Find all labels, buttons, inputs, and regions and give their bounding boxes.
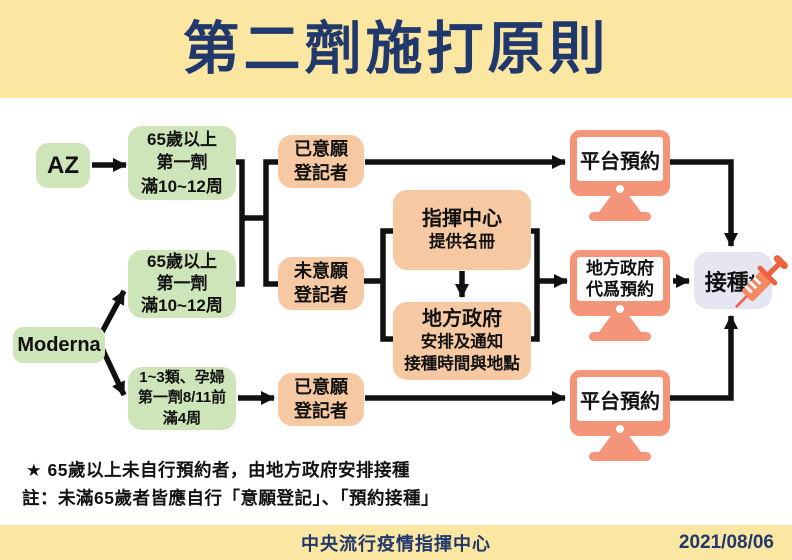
monitor-frame: 平台預約 [570, 130, 670, 196]
monitor-frame: 平台預約 [570, 370, 670, 436]
syringe-barrel [741, 272, 771, 302]
booking-label: 代爲預約 [586, 280, 654, 299]
page-title: 第二劑施打原則 [182, 16, 610, 81]
moderna-label: Moderna [17, 333, 101, 356]
condition-line: 第一劑 [156, 273, 208, 293]
process-line: 地方政府 [422, 308, 502, 331]
az-label: AZ [47, 151, 79, 179]
monitor-platform-booking-top: 平台預約 [570, 130, 670, 221]
process-line: 提供名冊 [429, 232, 495, 251]
booking-label: 平台預約 [580, 150, 660, 173]
condition-box-moderna-1to3: 1~3類、孕婦 第一劑8/11前 滿4周 [128, 367, 236, 430]
condition-line: 滿10~12周 [141, 296, 223, 316]
source-box-moderna: Moderna [13, 327, 105, 363]
process-box-cecc-roster: 指揮中心 提供名冊 [393, 190, 531, 270]
monitor-localgov-proxy-booking: 地方政府 代爲預約 [570, 250, 670, 341]
status-box-not-registered: 未意願 登記者 [278, 257, 364, 310]
status-line: 登記者 [294, 400, 348, 421]
condition-line: 第一劑8/11前 [137, 389, 227, 407]
syringe-needle [735, 294, 749, 308]
monitor-base [589, 332, 651, 341]
condition-box-moderna-65: 65歲以上 第一劑 滿10~12周 [128, 250, 236, 318]
condition-line: 第一劑 [156, 153, 208, 173]
process-line: 安排及通知 [420, 333, 504, 352]
footnote-under65: 註：未滿65歲者皆應自行「意願登記」、「預約接種」 [22, 488, 439, 508]
syringe-icon [735, 255, 788, 308]
bracket-cond-right [263, 159, 279, 287]
process-line: 指揮中心 [422, 207, 502, 230]
monitor-dot [616, 184, 624, 193]
arrow-moderna-to-cond65 [98, 289, 127, 336]
arrow-platform-top-to-result [670, 159, 738, 247]
condition-box-az-65: 65歲以上 第一劑 滿10~12周 [128, 126, 236, 200]
source-box-az: AZ [36, 143, 90, 188]
status-line: 登記者 [294, 284, 348, 305]
booking-label: 平台預約 [580, 390, 660, 413]
monitor-screen: 平台預約 [577, 137, 663, 181]
header-band: 第二劑施打原則 [0, 0, 792, 98]
status-line: 已意願 [294, 376, 348, 397]
monitor-screen: 地方政府 代爲預約 [577, 257, 663, 301]
monitor-stand [599, 196, 641, 212]
status-box-registered-bottom: 已意願 登記者 [278, 373, 364, 426]
bracket-cond-left [234, 159, 245, 287]
syringe-plunger [766, 262, 781, 277]
status-box-registered-top: 已意願 登記者 [278, 135, 364, 188]
condition-line: 65歲以上 [147, 129, 217, 149]
process-box-localgov-notify: 地方政府 安排及通知 接種時間與地點 [393, 302, 531, 380]
bracket-process-left [380, 228, 395, 342]
monitor-screen: 平台預約 [577, 377, 663, 421]
monitor-frame: 地方政府 代爲預約 [570, 250, 670, 316]
status-line: 已意願 [294, 138, 348, 159]
condition-line: 1~3類、孕婦 [139, 368, 225, 386]
footnote-star: ★ 65歲以上未自行預約者，由地方政府安排接種 [26, 460, 411, 480]
syringe-plunger-cap [773, 255, 788, 270]
condition-line: 滿4周 [162, 409, 202, 427]
arrow-platform-bottom-to-result [670, 315, 738, 401]
monitor-base [589, 212, 651, 221]
footer-band: 中央流行疫情指揮中心 2021/08/06 [0, 525, 792, 560]
bracket-process-right [529, 228, 540, 342]
status-line: 登記者 [294, 162, 348, 183]
status-line: 未意願 [294, 260, 348, 281]
monitor-stand [599, 436, 641, 452]
monitor-stand [599, 316, 641, 332]
monitor-platform-booking-bottom: 平台預約 [570, 370, 670, 461]
monitor-dot [616, 424, 624, 433]
syringe-flange [757, 265, 778, 286]
monitor-dot [616, 304, 624, 313]
condition-line: 65歲以上 [147, 251, 217, 271]
booking-label: 地方政府 [586, 258, 654, 278]
condition-line: 滿10~12周 [141, 176, 223, 196]
monitor-base [589, 452, 651, 461]
footer-date: 2021/08/06 [678, 531, 774, 553]
footer-org: 中央流行疫情指揮中心 [301, 533, 491, 554]
process-line: 接種時間與地點 [404, 354, 520, 373]
